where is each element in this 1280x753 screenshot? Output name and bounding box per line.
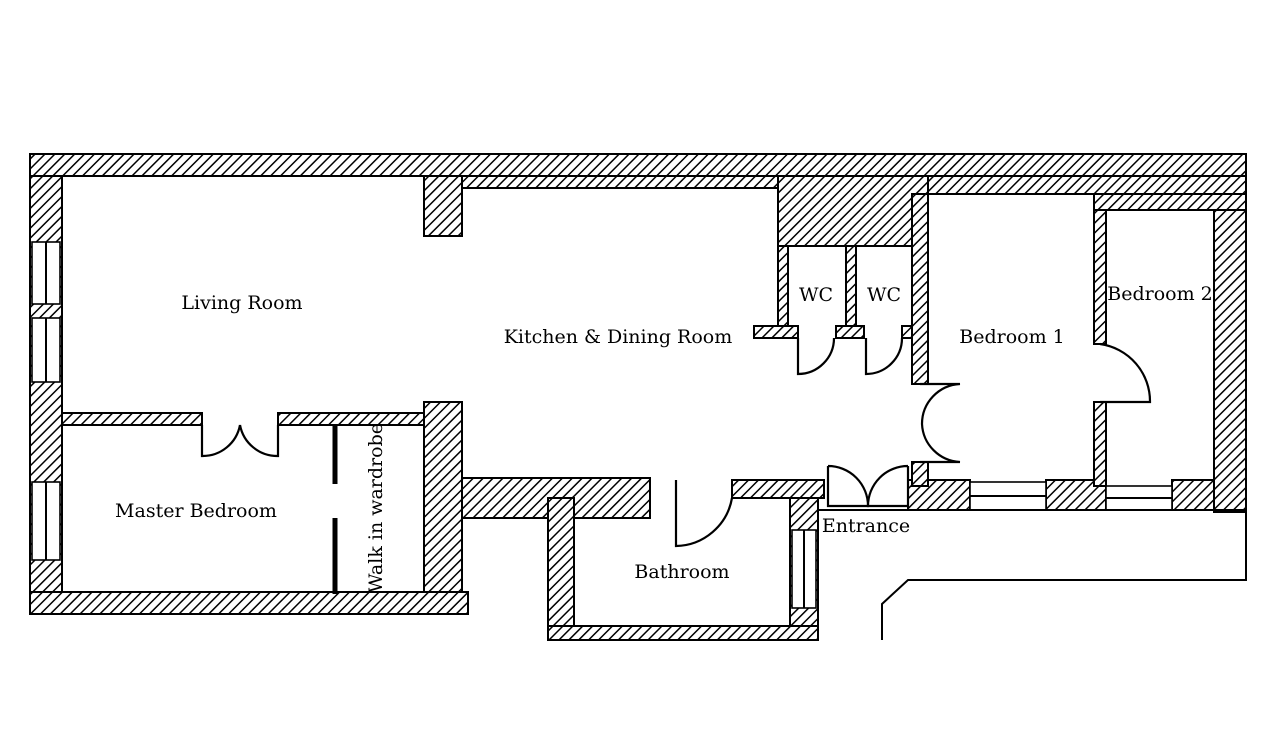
kitchen-dining-label: Kitchen & Dining Room — [504, 326, 733, 348]
bedroom-2-label: Bedroom 2 — [1107, 283, 1212, 305]
living-room-label: Living Room — [181, 292, 302, 314]
wc-1-label: WC — [799, 284, 833, 306]
bathroom-label: Bathroom — [634, 561, 729, 583]
wc-2-label: WC — [867, 284, 901, 306]
doors — [200, 337, 1152, 548]
bedroom-1-label: Bedroom 1 — [959, 326, 1064, 348]
master-bedroom-label: Master Bedroom — [115, 500, 277, 522]
fixtures — [332, 426, 1247, 640]
walk-in-wardrobe-label: Walk in wardrobe — [365, 423, 387, 593]
entrance-label: Entrance — [822, 515, 910, 537]
